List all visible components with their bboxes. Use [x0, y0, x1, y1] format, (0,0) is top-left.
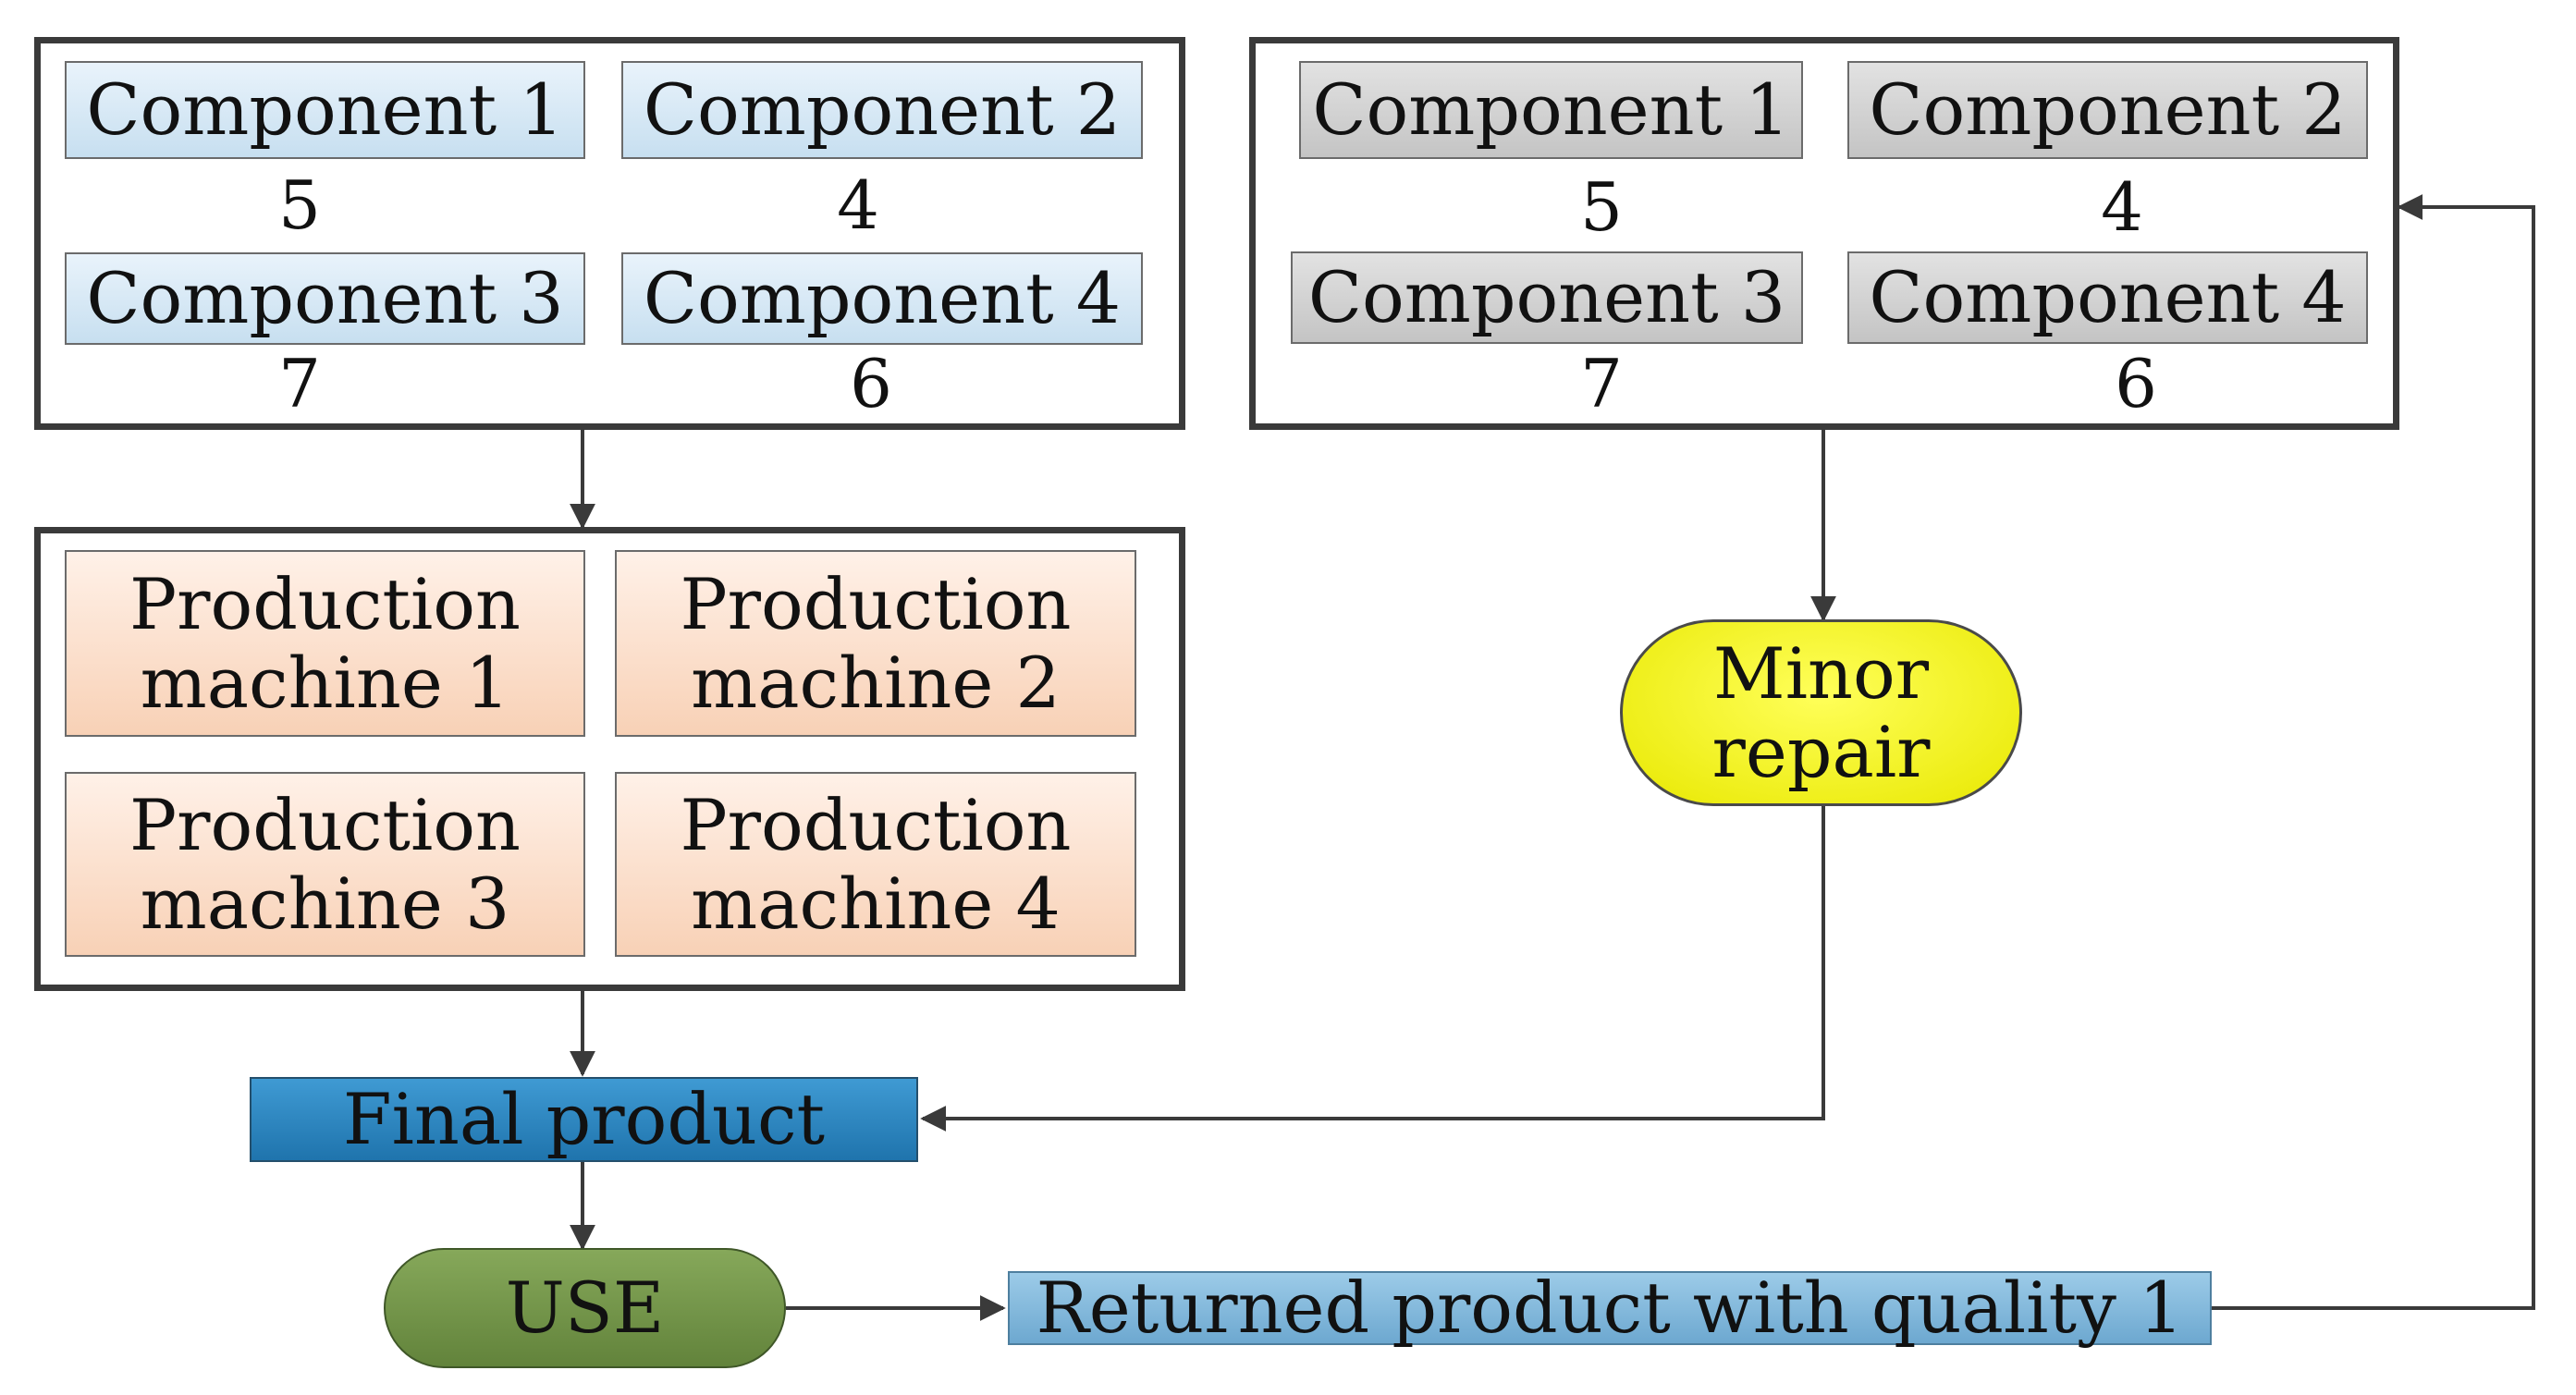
new-component-3: Component 3	[65, 252, 585, 345]
production-machine-1: Production machine 1	[65, 550, 585, 737]
arrow-returned-to-components	[2212, 194, 2535, 1310]
returned-component-2: Component 2	[1847, 61, 2368, 159]
returned-component-4: Component 4	[1847, 251, 2368, 344]
new-component-2: Component 2	[621, 61, 1143, 159]
production-machine-4: Production machine 4	[615, 772, 1136, 957]
new-component-4: Component 4	[621, 252, 1143, 345]
new-components-group	[34, 37, 1185, 430]
returned-component-3-count: 7	[1580, 345, 1623, 422]
new-component-2-count: 4	[837, 166, 879, 244]
use-node: USE	[384, 1248, 786, 1368]
new-component-3-count: 7	[278, 345, 321, 422]
new-component-4-count: 6	[850, 345, 892, 422]
returned-component-3: Component 3	[1291, 251, 1803, 344]
production-machine-2: Production machine 2	[615, 550, 1136, 737]
returned-product: Returned product with quality 1	[1008, 1268, 2212, 1348]
new-component-1: Component 1	[65, 61, 585, 159]
returned-components-group	[1249, 37, 2399, 430]
returned-component-4-count: 6	[2115, 345, 2157, 422]
production-machine-3: Production machine 3	[65, 772, 585, 957]
returned-component-2-count: 4	[2101, 168, 2143, 246]
production-machines-group	[34, 527, 1185, 991]
final-product: Final product	[250, 1077, 918, 1162]
minor-repair-node: Minor repair	[1620, 619, 2022, 806]
arrow-repair-to-final	[920, 806, 1825, 1132]
returned-component-1: Component 1	[1299, 61, 1803, 159]
returned-component-1-count: 5	[1580, 168, 1623, 246]
new-component-1-count: 5	[278, 166, 321, 244]
